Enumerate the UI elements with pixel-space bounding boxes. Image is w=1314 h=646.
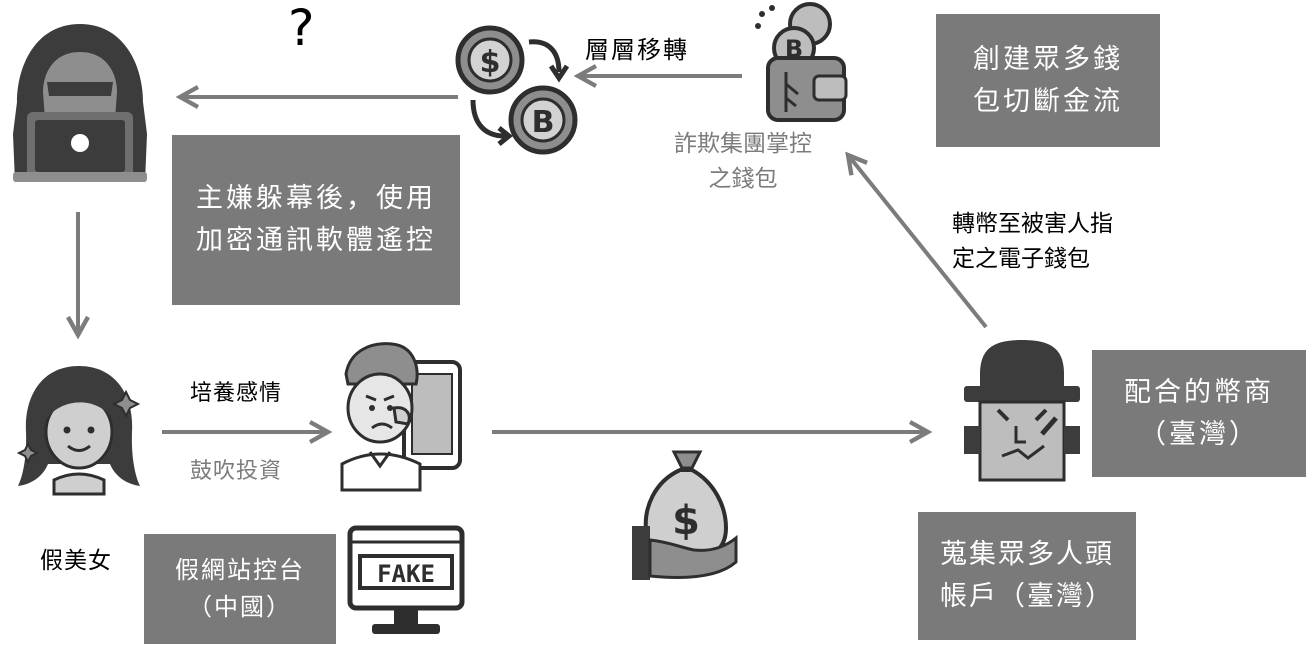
woman-avatar-icon — [16, 366, 141, 496]
fraud-wallet-label: 詐欺集團掌控 之錢包 — [674, 131, 812, 192]
svg-text:$: $ — [480, 45, 501, 80]
fake-website-monitor-icon: FAKE — [347, 525, 465, 634]
layered-transfer-label: 層層移轉 — [585, 36, 689, 64]
mastermind-box: 主嫌躲幕後，使用 加密通訊軟體遙控 — [172, 135, 460, 305]
fake-site-box: 假網站控台 （中國） — [144, 534, 336, 644]
svg-text:$: $ — [672, 498, 700, 544]
spy-merchant-icon — [964, 340, 1080, 482]
fake-beauty-label: 假美女 — [40, 548, 112, 574]
create-wallets-box: 創建眾多錢 包切斷金流 — [936, 14, 1160, 147]
mastermind-text: 主嫌躲幕後，使用 加密通訊軟體遙控 — [196, 183, 436, 256]
create-wallets-text: 創建眾多錢 包切斷金流 — [973, 43, 1123, 117]
fake-monitor-text: FAKE — [377, 560, 435, 588]
encourage-invest-label: 鼓吹投資 — [190, 459, 283, 484]
accounts-text: 蒐集眾多人頭 帳戶（臺灣） — [940, 539, 1114, 612]
fake-site-text: 假網站控台 （中國） — [175, 555, 305, 621]
question-mark: ? — [288, 0, 315, 57]
merchant-box: 配合的幣商 （臺灣） — [1092, 350, 1306, 477]
hacker-laptop-icon — [13, 24, 147, 182]
build-feelings-label: 培養感情 — [190, 381, 283, 406]
svg-text:B: B — [532, 105, 555, 140]
accounts-box: 蒐集眾多人頭 帳戶（臺灣） — [918, 512, 1136, 640]
crypto-wallet-icon: B — [755, 2, 848, 122]
merchant-text: 配合的幣商 （臺灣） — [1124, 376, 1274, 450]
arrow-merchant-to-wallet — [848, 155, 988, 329]
transfer-to-wallet-label: 轉幣至被害人指 定之電子錢包 — [952, 211, 1113, 272]
coin-exchange-icon: $ B — [455, 25, 578, 155]
money-bag-hand-icon: $ — [632, 450, 738, 580]
victim-phone-icon — [340, 342, 462, 492]
